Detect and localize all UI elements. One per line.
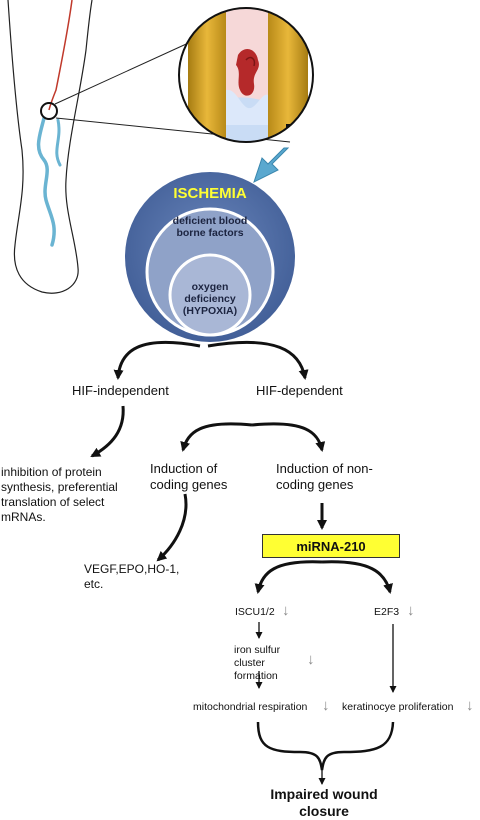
leg-illustration [7, 0, 93, 294]
inner-ring-label: oxygen deficiency (HYPOXIA) [182, 281, 238, 317]
down-arrow-icon: ↓ [307, 651, 315, 668]
ischemia-circles [125, 172, 295, 342]
down-arrow-icon: ↓ [407, 602, 415, 619]
induction-noncoding-label: Induction of non-coding genes [276, 461, 373, 492]
zoomed-vessel [179, 8, 313, 142]
e2f3-label: E2F3 [374, 606, 400, 618]
down-arrow-icon: ↓ [282, 602, 290, 619]
down-arrow-icon: ↓ [322, 697, 330, 714]
induction-coding-label: Induction of coding genes [150, 461, 228, 492]
down-arrow-icon: ↓ [466, 697, 474, 714]
middle-ring-label: deficient blood borne factors [172, 215, 248, 239]
coding-products-text: VEGF,EPO,HO-1, etc. [84, 562, 180, 591]
iron-sulfur-label: iron sulfur cluster formation [234, 644, 281, 682]
mirna-210-label: miRNA-210 [296, 538, 366, 554]
kerat-label: keratinocye proliferation [342, 701, 454, 713]
zoom-circle-outline [178, 7, 314, 143]
mito-resp-label: mitochondrial respiration [193, 701, 308, 713]
hif-independent-label: HIF-independent [72, 383, 169, 398]
hif-dependent-label: HIF-dependent [256, 383, 343, 398]
translation-effect-text: inhibition of protein synthesis, prefere… [1, 465, 118, 524]
outcome-label: Impaired wound closure [270, 786, 378, 819]
mirna-210-box: miRNA-210 [262, 534, 400, 558]
ischemia-title: ISCHEMIA [173, 185, 247, 202]
iscu-label: ISCU1/2 [235, 606, 275, 618]
pointer-arrow [253, 147, 290, 183]
